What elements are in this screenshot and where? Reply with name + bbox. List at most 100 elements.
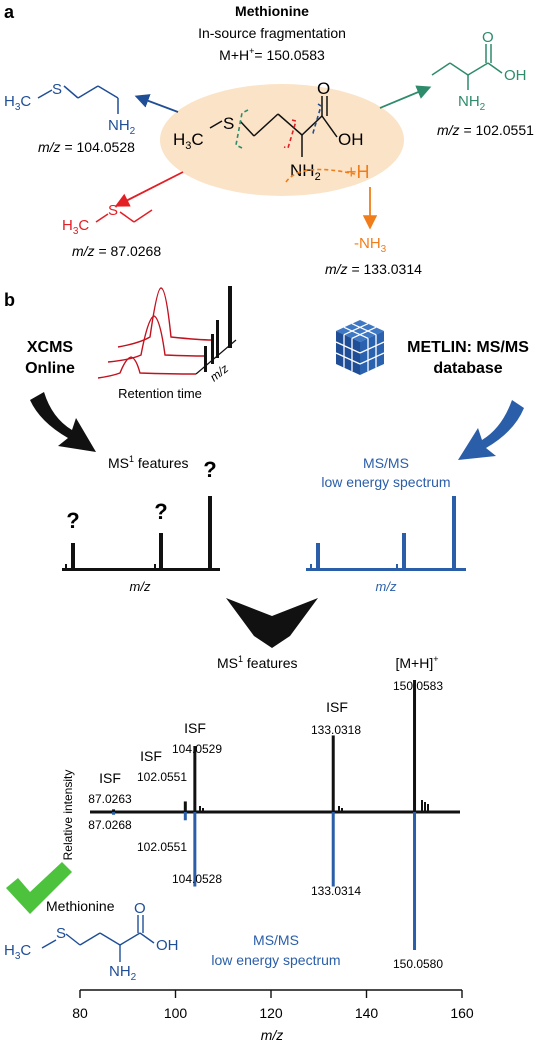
msms-reference-spectrum xyxy=(306,496,466,571)
retention-time-label: Retention time xyxy=(118,386,202,401)
mirror-ylabel: Relative intensity xyxy=(61,770,75,861)
cleavage-red-marker xyxy=(283,119,298,149)
fragment-green-nh2: NH2 xyxy=(458,93,486,113)
qmark-peak-3: ? xyxy=(203,457,216,482)
qmark-peak-1: ? xyxy=(66,508,79,533)
peak-label-bottom-150: 150.0580 xyxy=(393,957,443,971)
mh-label: [M+H]+ xyxy=(396,654,439,671)
xcms-online-line1: XCMS xyxy=(27,339,74,356)
process-title: In-source fragmentation xyxy=(198,25,346,41)
mh-mass: M+H+= 150.0583 xyxy=(219,46,325,63)
msms-mz-label: m/z xyxy=(376,579,397,594)
result-h3c: H3C xyxy=(4,942,31,962)
checkmark-icon xyxy=(6,862,72,914)
xcms-chromatogram-icon xyxy=(97,286,237,379)
molecule-title: Methionine xyxy=(235,3,309,19)
ms1-peak-2 xyxy=(193,746,197,812)
qmark-peak-2: ? xyxy=(154,499,167,524)
fragment-blue-nh2: NH2 xyxy=(108,117,136,137)
result-s: S xyxy=(56,925,66,942)
nh3-loss-arc xyxy=(285,168,356,183)
isf-label-133: ISF xyxy=(326,699,348,715)
msms-bottom-line1: MS/MS xyxy=(253,932,299,948)
peak-label-bottom-87: 87.0268 xyxy=(88,818,132,832)
fragment-blue-h3c: H3C xyxy=(4,93,31,113)
result-oh: OH xyxy=(156,937,179,954)
xcms-mz-label: m/z xyxy=(207,361,231,384)
ms1-peak-1 xyxy=(183,801,187,812)
isf-label-102: ISF xyxy=(140,748,162,764)
msms-peak-2 xyxy=(193,812,197,887)
fragment-blue-s: S xyxy=(52,81,62,98)
plus-h-label: +H xyxy=(346,162,370,182)
msms-label-line1: MS/MS xyxy=(363,455,409,471)
mirror-ms1-label: MS1 features xyxy=(217,654,298,671)
peak-label-bottom-104: 104.0528 xyxy=(172,872,222,886)
peak-label-top-87: 87.0263 xyxy=(88,792,132,806)
peak-label-top-102: 102.0551 xyxy=(137,770,187,784)
isf-label-104: ISF xyxy=(184,720,206,736)
center-oxygen: O xyxy=(317,79,330,98)
nh3-loss-label: -NH3 xyxy=(354,235,387,255)
ms1-peak-0 xyxy=(112,809,116,812)
panel-b-label: b xyxy=(4,290,15,310)
msms-peak-0 xyxy=(112,812,116,815)
center-hydroxyl: OH xyxy=(338,130,364,149)
arrow-to-blue-fragment xyxy=(134,94,179,113)
center-sulfur: S xyxy=(223,114,234,133)
curved-arrow-xcms xyxy=(30,392,96,452)
peak-label-top-133: 133.0318 xyxy=(311,723,361,737)
result-nh2: NH2 xyxy=(109,963,137,983)
fragment-blue-structure xyxy=(37,85,119,114)
ms1-features-label: MS1 features xyxy=(108,454,189,471)
methionine-highlight xyxy=(160,84,404,196)
msms-label-line2: low energy spectrum xyxy=(321,474,450,490)
x-tick-label-1: 100 xyxy=(164,1005,188,1021)
fragment-red-h3c: H3C xyxy=(62,217,89,237)
result-methionine-structure xyxy=(41,915,155,962)
arrow-to-red-fragment xyxy=(114,171,184,207)
peak-label-bottom-102: 102.0551 xyxy=(137,840,187,854)
ms1-peak-4 xyxy=(413,680,417,812)
center-h3c: H3C xyxy=(173,130,204,152)
msms-peaks xyxy=(112,812,417,950)
fragment-red-structure xyxy=(95,209,153,223)
isf-label-87: ISF xyxy=(99,770,121,786)
metlin-line1: METLIN: MS/MS xyxy=(407,339,529,356)
msms-peak-1 xyxy=(183,812,187,821)
fragment-green-o: O xyxy=(482,29,494,46)
methionine-structure xyxy=(209,96,338,157)
merge-arrow xyxy=(226,598,318,648)
metlin-line2: database xyxy=(433,360,502,377)
curved-arrow-metlin xyxy=(458,400,524,460)
arrow-to-green-fragment xyxy=(379,85,432,109)
cleavage-blue-marker xyxy=(309,103,322,135)
fragment-orange-mz: m/z = 133.0314 xyxy=(325,261,422,277)
msms-peak-3 xyxy=(331,812,335,887)
metlin-database-icon xyxy=(335,320,385,375)
ms1-peaks xyxy=(112,680,417,812)
x-tick-label-0: 80 xyxy=(72,1005,88,1021)
peak-label-bottom-133: 133.0314 xyxy=(311,884,361,898)
minor-noise-peaks xyxy=(199,800,429,812)
ms1-feature-spectrum xyxy=(62,496,220,571)
xcms-online-line2: Online xyxy=(25,360,75,377)
fragment-blue-mz: m/z = 104.0528 xyxy=(38,139,135,155)
peak-label-top-104: 104.0529 xyxy=(172,742,222,756)
msms-peak-4 xyxy=(413,812,417,950)
panel-a-label: a xyxy=(4,2,15,22)
ms1-peak-3 xyxy=(331,735,335,812)
fragment-red-mz: m/z = 87.0268 xyxy=(72,243,161,259)
result-methionine-label: Methionine xyxy=(46,898,115,914)
x-tick-label-2: 120 xyxy=(259,1005,283,1021)
peak-label-top-150: 150.0583 xyxy=(393,679,443,693)
x-axis-title: m/z xyxy=(261,1027,284,1043)
result-o: O xyxy=(134,900,146,917)
fragment-green-mz: m/z = 102.0551 xyxy=(437,122,534,138)
msms-bottom-line2: low energy spectrum xyxy=(211,952,340,968)
mirror-plot xyxy=(90,680,460,950)
fragment-green-structure xyxy=(431,44,503,90)
x-tick-label-3: 140 xyxy=(355,1005,379,1021)
